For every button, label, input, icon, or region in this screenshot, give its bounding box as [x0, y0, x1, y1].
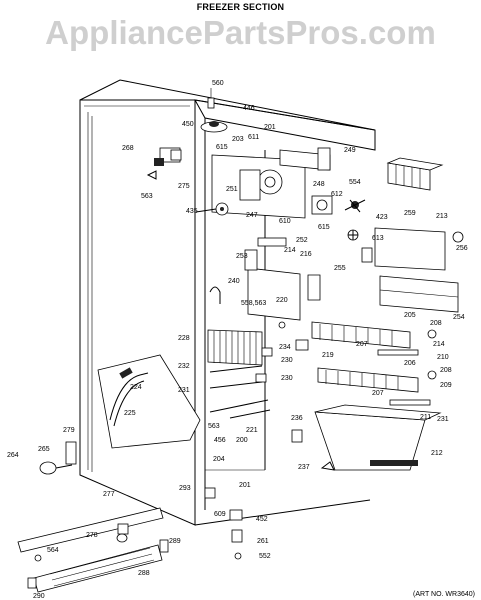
- part-label-423: 423: [376, 214, 388, 221]
- part-label-289: 289: [169, 538, 181, 545]
- part-label-452: 452: [256, 516, 268, 523]
- base-grille: [17, 507, 169, 593]
- part-label-611: 611: [248, 134, 259, 141]
- part-label-290: 290: [33, 593, 45, 600]
- part-label-558-563: 558,563: [241, 300, 266, 307]
- part-label-249: 249: [344, 147, 356, 154]
- part-label-264: 264: [7, 452, 19, 459]
- small-fittings: [204, 429, 335, 560]
- part-label-230: 230: [281, 357, 293, 364]
- part-label-612: 612: [331, 191, 343, 198]
- part-label-203: 203: [232, 136, 244, 143]
- part-label-252: 252: [296, 237, 308, 244]
- part-label-450: 450: [182, 121, 194, 128]
- part-label-446: 446: [243, 105, 255, 112]
- ice-bucket: [314, 404, 442, 471]
- part-label-212: 212: [431, 450, 443, 457]
- light-assembly: [200, 88, 228, 133]
- drain-tray: [97, 354, 201, 449]
- hinge-bracket: [39, 441, 77, 475]
- part-label-214: 214: [433, 341, 445, 348]
- part-label-237: 237: [298, 464, 310, 471]
- part-label-200: 200: [236, 437, 248, 444]
- part-label-279: 279: [63, 427, 75, 434]
- interior-rails: [209, 339, 309, 419]
- part-label-214: 214: [284, 247, 296, 254]
- part-label-560: 560: [212, 80, 224, 87]
- part-label-247: 247: [246, 212, 258, 219]
- part-label-236: 236: [291, 415, 303, 422]
- part-label-201: 201: [264, 124, 276, 131]
- part-label-207: 207: [372, 390, 384, 397]
- part-label-552: 552: [259, 553, 271, 560]
- part-label-609: 609: [214, 511, 226, 518]
- part-label-206: 206: [404, 360, 416, 367]
- part-label-224: 224: [130, 384, 142, 391]
- part-label-240: 240: [228, 278, 240, 285]
- part-label-277: 277: [103, 491, 115, 498]
- air-duct: [209, 237, 321, 329]
- page-title: FREEZER SECTION: [196, 2, 285, 12]
- part-label-213: 213: [436, 213, 448, 220]
- part-label-563: 563: [141, 193, 153, 200]
- part-label-256: 256: [456, 245, 468, 252]
- art-number: (ART NO. WR3640): [413, 591, 475, 598]
- part-label-293: 293: [179, 485, 191, 492]
- part-label-265: 265: [38, 446, 50, 453]
- fan-motor-assembly: [311, 195, 366, 241]
- part-label-254: 254: [453, 314, 465, 321]
- part-label-216: 216: [300, 251, 312, 258]
- part-label-219: 219: [322, 352, 334, 359]
- part-label-207: 207: [356, 341, 368, 348]
- part-label-231: 231: [437, 416, 449, 423]
- part-label-615: 615: [216, 144, 228, 151]
- part-label-563: 563: [208, 423, 220, 430]
- part-label-278: 278: [86, 532, 98, 539]
- wire-shelf-lower: [317, 329, 437, 406]
- part-label-261: 261: [257, 538, 269, 545]
- part-label-610: 610: [279, 218, 291, 225]
- part-label-228: 228: [178, 335, 190, 342]
- part-label-275: 275: [178, 183, 190, 190]
- part-label-205: 205: [404, 312, 416, 319]
- ice-tray: [386, 157, 444, 191]
- part-label-435: 435: [186, 208, 198, 215]
- part-label-259: 259: [404, 210, 416, 217]
- defrost-timer: [195, 202, 229, 216]
- control-housing: [211, 147, 331, 219]
- part-label-248: 248: [313, 181, 325, 188]
- part-label-210: 210: [437, 354, 449, 361]
- part-label-288: 288: [138, 570, 150, 577]
- part-label-211: 211: [420, 414, 431, 421]
- part-label-268: 268: [122, 145, 134, 152]
- part-label-208: 208: [440, 367, 452, 374]
- part-label-221: 221: [246, 427, 258, 434]
- part-label-255: 255: [334, 265, 346, 272]
- part-number-labels: 560 446 450 203 611 201 615 249 268 275 563 251 248 5…: [7, 80, 468, 600]
- part-label-613: 613: [372, 235, 384, 242]
- part-label-230: 230: [281, 375, 293, 382]
- part-label-208: 208: [430, 320, 442, 327]
- part-label-253: 253: [236, 253, 248, 260]
- wire-shelf-upper: [311, 321, 419, 356]
- part-label-251: 251: [226, 186, 238, 193]
- part-label-564: 564: [47, 547, 59, 554]
- shelf-panel: [361, 227, 464, 313]
- door-switch: [146, 147, 182, 180]
- part-label-554: 554: [349, 179, 361, 186]
- part-label-456: 456: [214, 437, 226, 444]
- watermark-logo: AppliancePartsPros.com: [45, 14, 436, 51]
- part-label-232: 232: [178, 363, 190, 370]
- part-label-225: 225: [124, 410, 136, 417]
- evaporator: [207, 329, 263, 366]
- part-label-615: 615: [318, 224, 330, 231]
- part-label-234: 234: [279, 344, 291, 351]
- part-label-231: 231: [178, 387, 190, 394]
- part-label-204: 204: [213, 456, 225, 463]
- part-label-201: 201: [239, 482, 251, 489]
- part-label-209: 209: [440, 382, 452, 389]
- part-label-220: 220: [276, 297, 288, 304]
